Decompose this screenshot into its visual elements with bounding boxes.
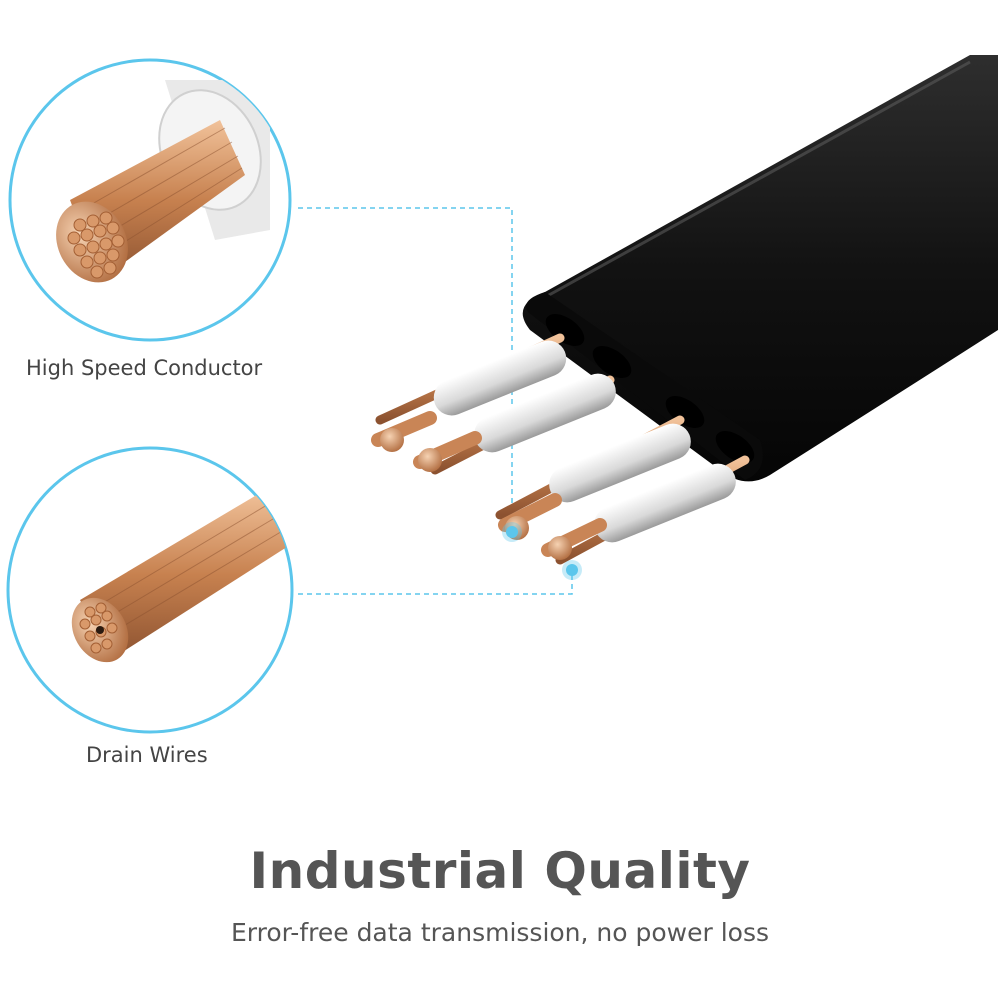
headline-subtitle: Error-free data transmission, no power l… [230, 918, 770, 947]
headline-title: Industrial Quality [249, 842, 751, 900]
drain-wires-zoom-circle [6, 446, 294, 734]
callout-leader-lines [298, 207, 573, 595]
exposed-conductors [371, 333, 750, 565]
drain-wires-label: Drain Wires [86, 743, 208, 767]
flat-cable-jacket [522, 55, 998, 482]
conductor-zoom-circle [8, 58, 292, 342]
conductor-label: High Speed Conductor [26, 356, 263, 380]
callout-markers [502, 522, 582, 580]
